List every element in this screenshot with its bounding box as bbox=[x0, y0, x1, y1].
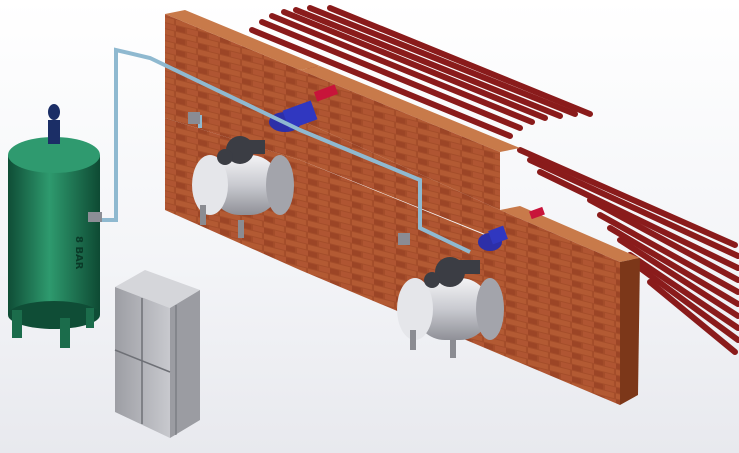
receiver-tank: 8 BAR bbox=[8, 104, 102, 348]
valve-2 bbox=[398, 233, 410, 245]
control-cabinet bbox=[114, 270, 200, 438]
valve-1 bbox=[188, 112, 200, 124]
tank-label: 8 BAR bbox=[73, 236, 84, 270]
fan-housing-2 bbox=[478, 206, 545, 251]
compressor-2 bbox=[397, 257, 504, 358]
heat-exchanger-pipes bbox=[242, 5, 739, 355]
compressor-1 bbox=[192, 136, 294, 238]
